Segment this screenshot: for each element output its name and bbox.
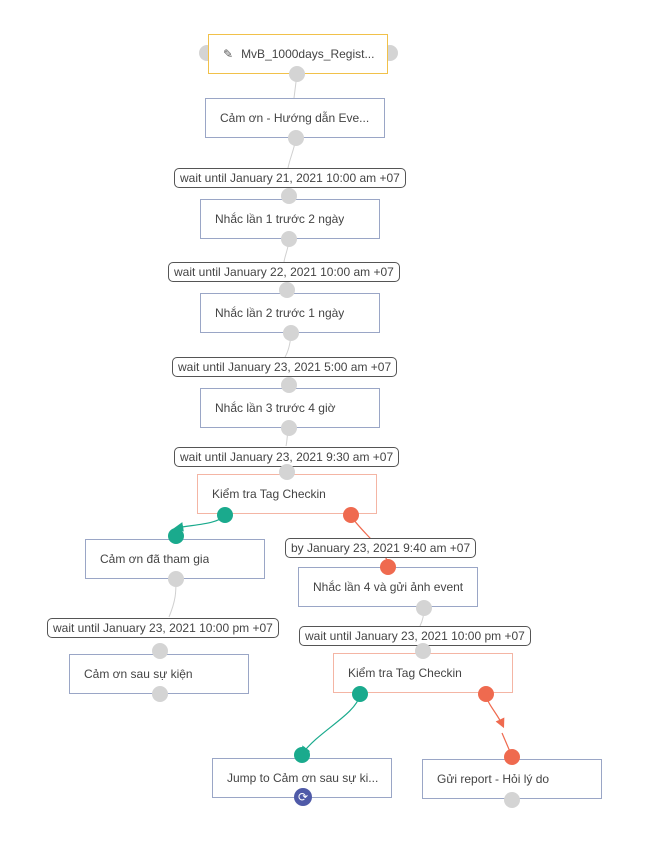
node-label: Nhắc lần 3 trước 4 giờ (215, 401, 336, 415)
node-label: Nhắc lần 4 và gửi ảnh event (313, 580, 464, 594)
wait-label[interactable]: wait until January 23, 2021 10:00 pm +07 (299, 626, 531, 646)
node-label: Gửi report - Hỏi lý do (437, 772, 550, 786)
node-out-port[interactable] (288, 130, 304, 146)
wait-label[interactable]: wait until January 23, 2021 5:00 am +07 (172, 357, 398, 377)
node-label: Kiểm tra Tag Checkin (348, 666, 462, 680)
node-out-port[interactable] (283, 325, 299, 341)
yes-branch-arrow (300, 694, 361, 756)
wait-label[interactable]: wait until January 22, 2021 10:00 am +07 (168, 262, 400, 282)
node-in-port[interactable] (415, 643, 431, 659)
node-out-port[interactable] (152, 686, 168, 702)
sync-icon[interactable]: ⟳ (294, 788, 312, 806)
node-in-port[interactable] (504, 749, 520, 765)
wait-label[interactable]: wait until January 21, 2021 10:00 am +07 (174, 168, 406, 188)
node-in-port[interactable] (281, 377, 297, 393)
node-label: Cảm ơn - Hướng dẫn Eve... (220, 111, 370, 125)
node-in-port[interactable] (281, 188, 297, 204)
node-out-port[interactable] (168, 571, 184, 587)
node-label: Kiểm tra Tag Checkin (212, 487, 326, 501)
node-in-port[interactable] (279, 464, 295, 480)
node-in-port[interactable] (152, 643, 168, 659)
node-out-port[interactable] (281, 231, 297, 247)
wait-label[interactable]: wait until January 23, 2021 10:00 pm +07 (47, 618, 279, 638)
trigger-out-port[interactable] (289, 66, 305, 82)
node-in-port[interactable] (168, 528, 184, 544)
wait-label[interactable]: by January 23, 2021 9:40 am +07 (285, 538, 477, 558)
node-label: Cảm ơn đã tham gia (100, 552, 210, 566)
node-out-port[interactable] (416, 600, 432, 616)
node-label: Jump to Cảm ơn sau sự ki... (227, 771, 379, 785)
no-port[interactable] (478, 686, 494, 702)
node-label: Nhắc lần 1 trước 2 ngày (215, 212, 345, 226)
yes-port[interactable] (217, 507, 233, 523)
node-label: Cảm ơn sau sự kiện (84, 667, 193, 681)
node-in-port[interactable] (279, 282, 295, 298)
no-port[interactable] (343, 507, 359, 523)
trigger-label: MvB_1000days_Regist... (241, 47, 375, 61)
node-in-port[interactable] (380, 559, 396, 575)
yes-port[interactable] (352, 686, 368, 702)
node-out-port[interactable] (504, 792, 520, 808)
node-in-port[interactable] (294, 747, 310, 763)
node-label: Nhắc lần 2 trước 1 ngày (215, 306, 345, 320)
edit-icon: ✎ (223, 47, 234, 61)
node-out-port[interactable] (281, 420, 297, 436)
